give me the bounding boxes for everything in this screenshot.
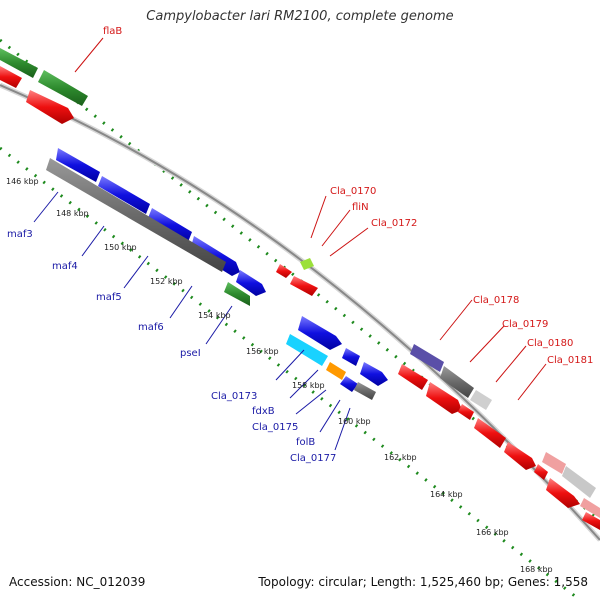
gene-label: flaB: [103, 26, 122, 37]
gene-arrow: [398, 364, 428, 390]
gene-label: maf3: [7, 229, 33, 240]
map-title: Campylobacter lari RM2100, complete geno…: [146, 9, 454, 24]
gene-arrow: [534, 464, 548, 480]
gene-arrow: [458, 404, 474, 420]
gene-arrow: [26, 90, 74, 124]
gene-arrow: [342, 348, 360, 366]
guide-dots: [0, 38, 600, 600]
gene-arrow: [426, 382, 462, 414]
gene-arrow: [474, 418, 506, 448]
gene-label: fdxB: [252, 406, 275, 417]
tick-label: 154 kbp: [198, 311, 231, 320]
gene-label: Cla_0173: [211, 391, 257, 402]
tick-label: 160 kbp: [338, 417, 371, 426]
gene-arrow: [290, 276, 318, 296]
gene-arrow: [562, 466, 596, 498]
gene-arrow: [580, 498, 600, 518]
gene-arrow: [470, 390, 492, 410]
gene-arrow: [542, 452, 566, 474]
gene-label: maf6: [138, 322, 164, 333]
gene-Cla_0178: [410, 344, 444, 372]
gene-label: fliN: [352, 202, 369, 213]
gene-arrow: [354, 382, 376, 400]
gene-pseI: [224, 282, 250, 306]
genome-stats: Topology: circular; Length: 1,525,460 bp…: [258, 575, 588, 589]
cla0178-cluster: [398, 299, 600, 530]
gene-arrow: [504, 442, 536, 470]
gene-label: maf4: [52, 261, 78, 272]
gene-arrow: [56, 148, 100, 182]
gene-flaB: [38, 70, 88, 106]
left-leaders: [33, 191, 233, 345]
tick-label: 168 kbp: [520, 565, 553, 574]
gene-label: Cla_0178: [473, 295, 519, 306]
gene-arrow: [46, 158, 226, 272]
gene-arrow: [440, 366, 474, 398]
tick-label: 148 kbp: [56, 209, 89, 218]
tick-label: 158 kbp: [292, 381, 325, 390]
gene-label: folB: [296, 437, 315, 448]
accession-label: Accession: NC_012039: [9, 575, 146, 589]
gene-arrow: [98, 176, 150, 214]
tick-label: 150 kbp: [104, 243, 137, 252]
gene-label: Cla_0172: [371, 218, 417, 229]
gene-arrow: [340, 376, 358, 392]
gene-label: pseI: [180, 348, 201, 359]
tick-label: 146 kbp: [6, 177, 39, 186]
flaB-cluster: [0, 37, 104, 124]
tick-label: 164 kbp: [430, 490, 463, 499]
tick-label: 156 kbp: [246, 347, 279, 356]
gene-arrow: [276, 264, 292, 278]
gene-arrow: [298, 316, 342, 350]
gene-label: maf5: [96, 292, 122, 303]
gene-labels: flaB maf3 maf4 maf5 maf6 pseI Cla_0173 f…: [7, 26, 593, 464]
gene-arrow: [0, 48, 38, 78]
gene-fdxB: [326, 362, 346, 380]
gene-arrow: [546, 478, 580, 508]
gene-arrow: [0, 66, 22, 88]
gene-fliN: [300, 258, 314, 270]
gene-label: Cla_0177: [290, 453, 336, 464]
gene-arrow: [360, 362, 388, 386]
gene-label: Cla_0181: [547, 355, 593, 366]
cla0173-cluster: [275, 316, 388, 451]
gene-label: Cla_0175: [252, 422, 298, 433]
tick-label: 166 kbp: [476, 528, 509, 537]
gene-label: Cla_0170: [330, 186, 376, 197]
tick-labels: 146 kbp 148 kbp 150 kbp 152 kbp 154 kbp …: [6, 177, 553, 574]
gene-Cla_0173: [286, 334, 328, 366]
tick-label: 152 kbp: [150, 277, 183, 286]
backbone: [0, 82, 600, 542]
gene-arrow: [236, 270, 266, 296]
gene-label: Cla_0179: [502, 319, 548, 330]
tick-label: 162 kbp: [384, 453, 417, 462]
gene-label: Cla_0180: [527, 338, 573, 349]
inner-guide-line: [0, 146, 581, 600]
gene-arrow: [148, 208, 192, 242]
cla0170-cluster: [276, 195, 369, 296]
gene-arrow: [582, 512, 600, 530]
maf-cluster: [46, 148, 266, 306]
